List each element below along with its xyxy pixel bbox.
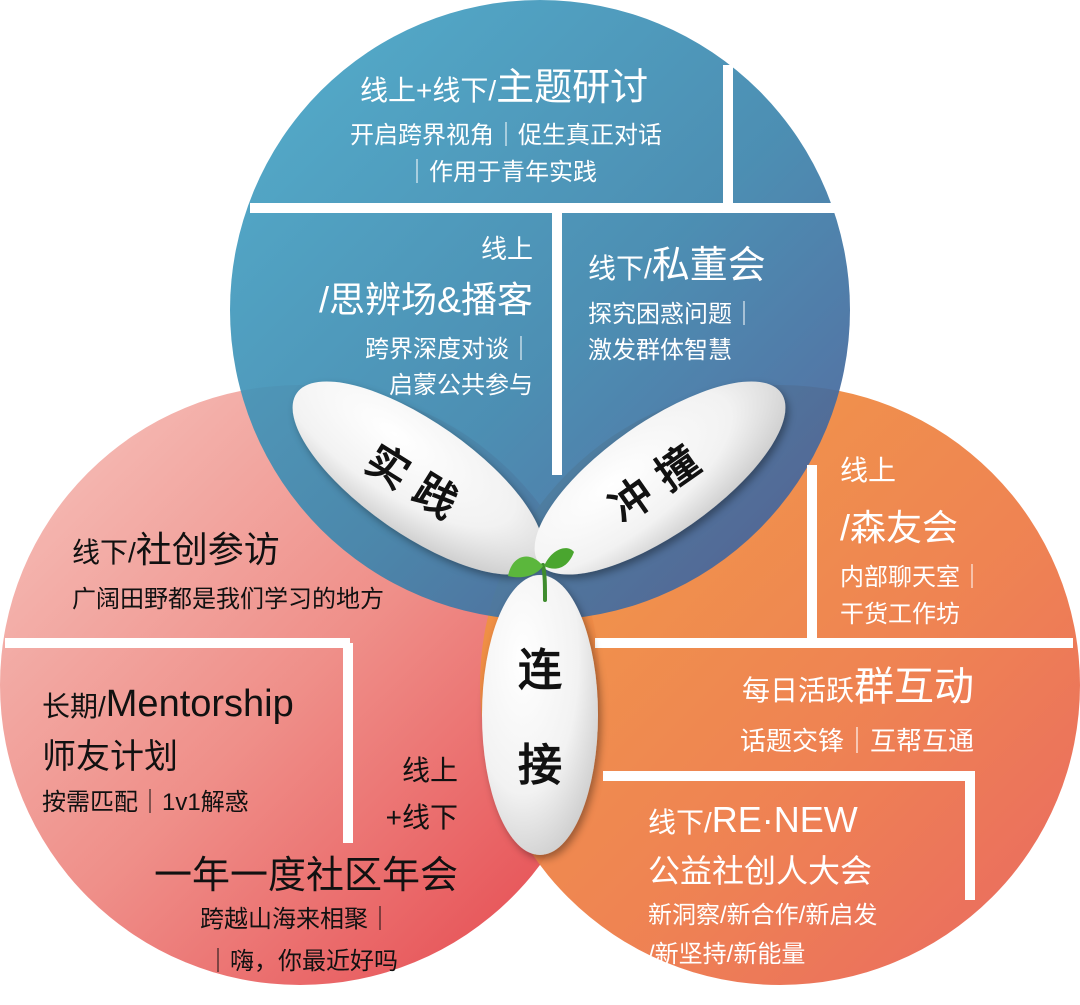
svg-text:线下/社创参访: 线下/社创参访 (72, 529, 280, 570)
right-block3-prefix: 线下/ (648, 807, 712, 838)
right-block3-title: RE·NEW (712, 799, 858, 840)
right-block2-line1: 话题交锋｜互帮互通 (740, 726, 974, 756)
top-block3-prefix: 线下/ (588, 253, 652, 284)
left-block3-title: 一年一度社区年会 (154, 855, 458, 897)
right-block1-line2: 干货工作坊 (840, 601, 960, 628)
left-block1-title: 社创参访 (136, 529, 280, 570)
top-block2-line0: 线上 (481, 234, 533, 264)
left-block1-prefix: 线下/ (72, 537, 136, 568)
top-block3-line1: 探究困惑问题｜ (588, 301, 756, 328)
top-block2-line1: 跨界深度对谈｜ (365, 336, 533, 363)
left-block3-line2: ｜嗨，你最近好吗 (206, 948, 398, 975)
top-block1-line1: 开启跨界视角｜促生真正对话 (350, 122, 662, 149)
svg-text:线下/私董会: 线下/私董会 (588, 245, 766, 287)
petal-bottom-label-2: 接 (518, 741, 562, 790)
svg-text:每日活跃群互动: 每日活跃群互动 (742, 665, 974, 709)
petal-bottom-label-1: 连 (518, 646, 562, 695)
svg-text:长期/Mentorship: 长期/Mentorship (42, 683, 294, 725)
petal-left (292, 381, 544, 575)
top-block1-line2: ｜作用于青年实践 (405, 159, 597, 186)
left-block3-line1: 跨越山海来相聚｜ (200, 906, 392, 933)
left-block3-tag2: +线下 (386, 802, 458, 833)
right-block3-line2: 新洞察/新合作/新启发 (648, 902, 877, 929)
right-block3-line1: 公益社创人大会 (648, 853, 872, 889)
top-block3-title: 私董会 (652, 245, 766, 287)
svg-text:线上+线下/主题研讨: 线上+线下/主题研讨 (360, 67, 648, 109)
right-block3-line3: /新坚持/新能量 (648, 941, 805, 968)
left-block2-title: Mentorship (106, 683, 294, 725)
left-block3-tag1: 线上 (402, 755, 458, 786)
right-block2-title: 群互动 (854, 665, 974, 709)
sprout-icon (508, 548, 574, 602)
divider-lines (5, 65, 1073, 900)
petal-bottom (482, 575, 598, 855)
top-block1-prefix: 线上+线下/ (360, 75, 496, 106)
top-block3-line2: 激发群体智慧 (588, 337, 732, 364)
svg-text:线下/RE·NEW: 线下/RE·NEW (648, 799, 858, 840)
left-block2-line3: 按需匹配｜1v1解惑 (42, 789, 249, 816)
left-block2-prefix: 长期/ (42, 691, 106, 722)
right-block1-title: /森友会 (840, 507, 958, 548)
right-block1-line0: 线上 (840, 455, 896, 486)
top-block2-title: /思辨场&播客 (319, 279, 533, 320)
left-block2-line2: 师友计划 (42, 738, 178, 776)
right-block1-line1: 内部聊天室｜ (840, 564, 984, 591)
petal-right (534, 381, 786, 575)
center-petals (292, 381, 786, 855)
left-block1-line1: 广阔田野都是我们学习的地方 (72, 586, 384, 613)
right-block2-prefix: 每日活跃 (742, 675, 854, 706)
top-block2-line2: 启蒙公共参与 (389, 372, 533, 399)
top-block1-title: 主题研讨 (496, 67, 648, 109)
